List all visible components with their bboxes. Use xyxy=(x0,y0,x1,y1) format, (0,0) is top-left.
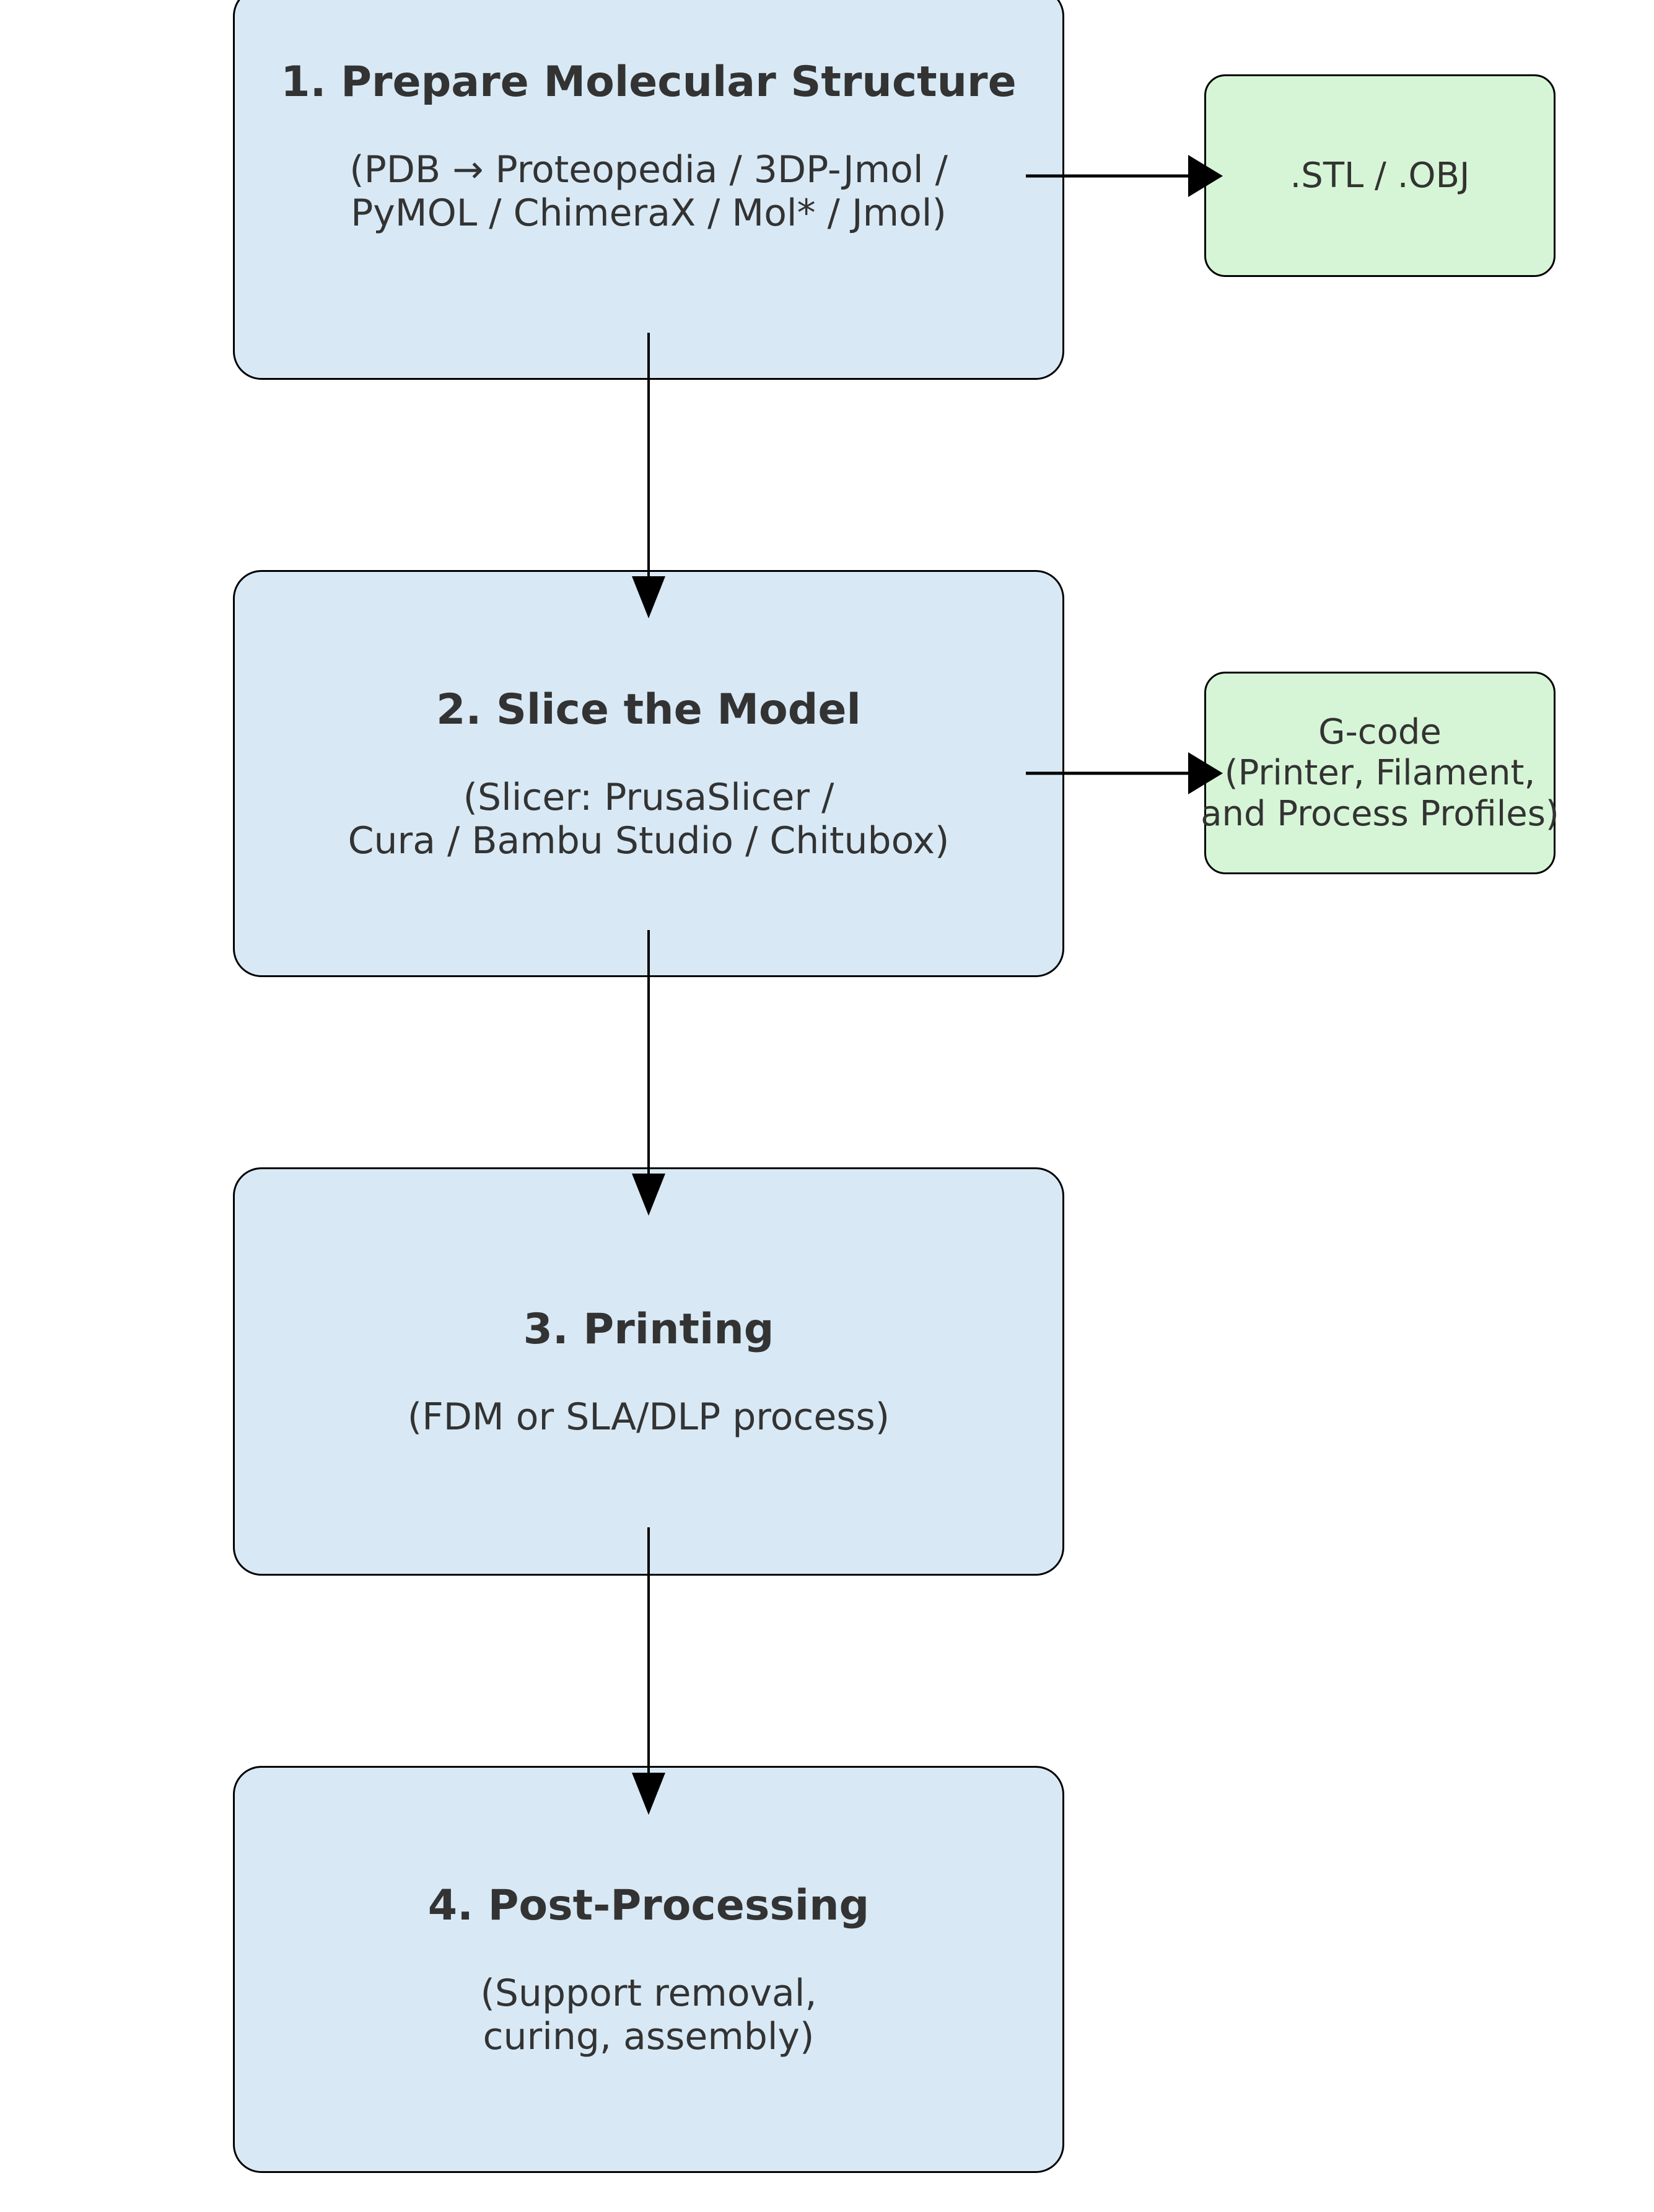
step-prepare-structure: 1. Prepare Molecular Structure (PDB → Pr… xyxy=(233,0,1064,380)
step-post-processing: 4. Post-Processing (Support removal, cur… xyxy=(233,1766,1064,2173)
step-title: 4. Post-Processing xyxy=(427,1881,870,1930)
step-subtitle: (FDM or SLA/DLP process) xyxy=(407,1395,890,1439)
step-slice-model: 2. Slice the Model (Slicer: PrusaSlicer … xyxy=(233,570,1064,977)
output-label: .STL / .OBJ xyxy=(1290,155,1470,196)
step-printing: 3. Printing (FDM or SLA/DLP process) xyxy=(233,1167,1064,1576)
step-subtitle: (Slicer: PrusaSlicer / Cura / Bambu Stud… xyxy=(348,775,950,862)
step-subtitle: (Support removal, curing, assembly) xyxy=(480,1971,817,2058)
step-title: 1. Prepare Molecular Structure xyxy=(281,58,1017,107)
step-subtitle: (PDB → Proteopedia / 3DP-Jmol / PyMOL / … xyxy=(349,148,948,235)
step-title: 2. Slice the Model xyxy=(436,685,861,734)
output-label: G-code (Printer, Filament, and Process P… xyxy=(1201,711,1559,834)
output-stl-obj: .STL / .OBJ xyxy=(1204,74,1556,277)
output-gcode: G-code (Printer, Filament, and Process P… xyxy=(1201,672,1559,874)
step-title: 3. Printing xyxy=(523,1304,774,1354)
